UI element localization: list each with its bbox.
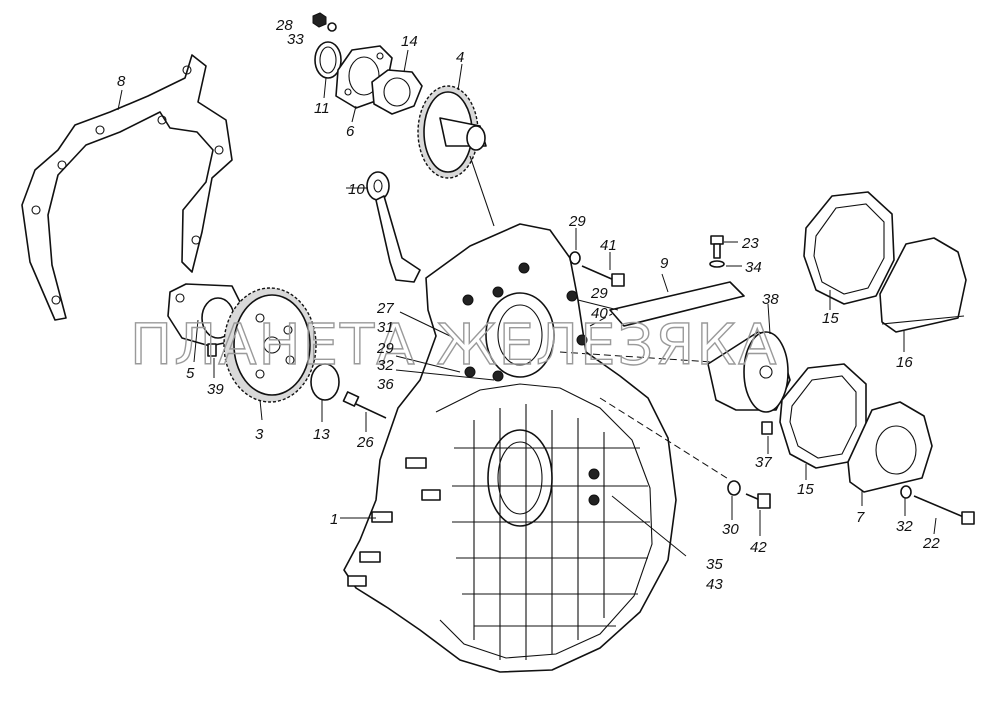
part-38-cover-drum xyxy=(707,331,791,413)
callout-15-bottom: 15 xyxy=(797,481,814,498)
part-1-flywheel-housing xyxy=(343,223,677,673)
leader-lines xyxy=(117,49,937,557)
callout-9: 9 xyxy=(660,255,669,272)
part-7-cover xyxy=(847,401,933,493)
callout-30: 30 xyxy=(722,521,739,538)
part-8-gasket xyxy=(21,54,233,321)
callout-28: 28 xyxy=(275,17,293,34)
callout-1: 1 xyxy=(330,511,338,528)
part-33-washer xyxy=(327,22,337,32)
part-4-idler-gear xyxy=(417,85,495,227)
callout-3: 3 xyxy=(255,426,264,443)
alignment-lines xyxy=(559,313,731,481)
callout-42: 42 xyxy=(750,539,767,556)
callout-29-top: 29 xyxy=(568,213,586,230)
callout-26: 26 xyxy=(356,434,374,451)
part-34-washer xyxy=(709,260,725,268)
callout-16: 16 xyxy=(896,354,913,371)
part-11-seal-ring xyxy=(314,41,342,79)
callout-43: 43 xyxy=(706,576,723,593)
watermark-text: ПЛАНЕТА ЖЕЛЕЗЯКА xyxy=(130,313,778,378)
callout-15-top: 15 xyxy=(822,310,839,327)
callout-38: 38 xyxy=(762,291,779,308)
part-22-bolt xyxy=(913,495,975,525)
part-14-gasket xyxy=(371,69,423,115)
part-39-screw xyxy=(207,343,217,357)
callout-32-left: 32 xyxy=(377,357,394,374)
callout-27: 27 xyxy=(376,300,394,317)
callout-23: 23 xyxy=(741,235,759,252)
callout-5: 5 xyxy=(186,365,195,382)
part-13-disc xyxy=(310,363,340,401)
callout-22: 22 xyxy=(922,535,940,552)
part-15-gasket-upper xyxy=(803,191,895,305)
callout-34: 34 xyxy=(745,259,762,276)
part-16-cover xyxy=(879,237,967,333)
part-30-washer xyxy=(727,480,741,496)
callout-39: 39 xyxy=(207,381,224,398)
callout-32-right: 32 xyxy=(896,518,913,535)
callout-35: 35 xyxy=(706,556,723,573)
part-10-bracket xyxy=(366,171,421,283)
callout-10: 10 xyxy=(348,181,365,198)
part-41-bolt xyxy=(581,265,625,287)
callout-31: 31 xyxy=(377,319,394,336)
callout-40: 40 xyxy=(591,305,608,322)
callout-37: 37 xyxy=(755,454,772,471)
part-29-washer-upper xyxy=(569,251,581,265)
callout-29-mid: 29 xyxy=(590,285,608,302)
part-9-plate xyxy=(609,281,745,327)
part-42-bolt xyxy=(745,493,771,509)
callout-36: 36 xyxy=(377,376,394,393)
callout-8: 8 xyxy=(117,73,126,90)
callout-11: 11 xyxy=(314,100,330,117)
callout-4: 4 xyxy=(456,49,464,66)
part-3-gear xyxy=(223,287,317,403)
part-26-bolt xyxy=(342,391,387,419)
callout-labels: 28 33 8 14 4 11 6 10 29 41 9 23 34 29 40… xyxy=(117,17,940,593)
callout-6: 6 xyxy=(346,123,355,140)
callout-29-left: 29 xyxy=(376,340,394,357)
callout-41: 41 xyxy=(600,237,617,254)
part-32-washer xyxy=(900,485,912,499)
part-28-nut xyxy=(312,12,327,28)
part-37-screw xyxy=(761,421,773,435)
callout-14: 14 xyxy=(401,33,418,50)
part-23-bolt xyxy=(710,235,724,259)
callout-7: 7 xyxy=(856,509,865,526)
callout-33: 33 xyxy=(287,31,304,48)
callout-13: 13 xyxy=(313,426,330,443)
